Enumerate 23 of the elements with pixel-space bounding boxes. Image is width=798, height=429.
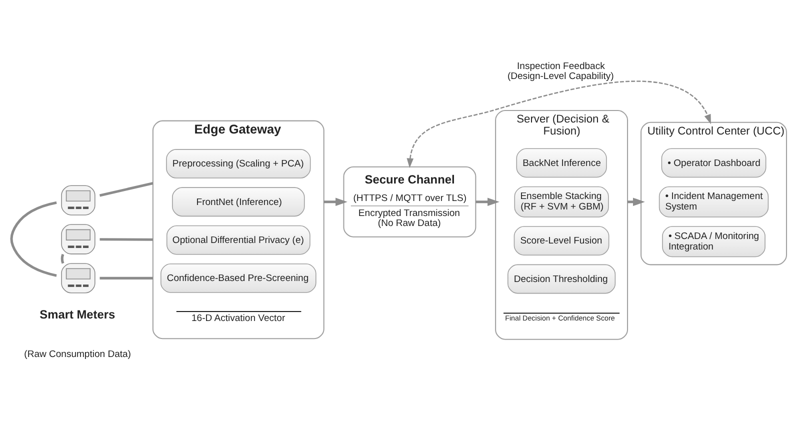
connector [10, 200, 57, 276]
node-box: BackNet Inference [516, 148, 607, 178]
node-box: Ensemble Stacking (RF + SVM + GBM) [514, 186, 609, 217]
label: Smart Meters [40, 306, 116, 321]
label: (Raw Consumption Data) [24, 348, 131, 360]
node-box: Confidence-Based Pre-Screening [160, 263, 316, 292]
node-box: Preprocessing (Scaling + PCA) [166, 148, 311, 178]
connector [100, 238, 153, 240]
connector [60, 253, 64, 264]
connector [99, 182, 154, 196]
arrow [476, 197, 500, 206]
node-box: Secure Channel (HTTPS / MQTT over TLS) Encrypted Transmission (No Raw Data) [343, 166, 476, 237]
node-box: • Operator Dashboard [661, 148, 766, 178]
node-box: Decision Thresholding [507, 264, 616, 294]
node-box: • SCADA / Monitoring Integration [662, 226, 766, 257]
connector [100, 276, 153, 279]
node-box: FrontNet (Inference) [172, 186, 305, 216]
arrow [406, 80, 711, 168]
edge-label: Inspection Feedback (Design-Level Capability) [507, 60, 614, 82]
node-box: • Incident Management System [658, 186, 769, 217]
arrow [324, 197, 348, 206]
node-box: Optional Differential Privacy (e) [166, 224, 310, 254]
node-box: Score-Level Fusion [514, 226, 610, 256]
